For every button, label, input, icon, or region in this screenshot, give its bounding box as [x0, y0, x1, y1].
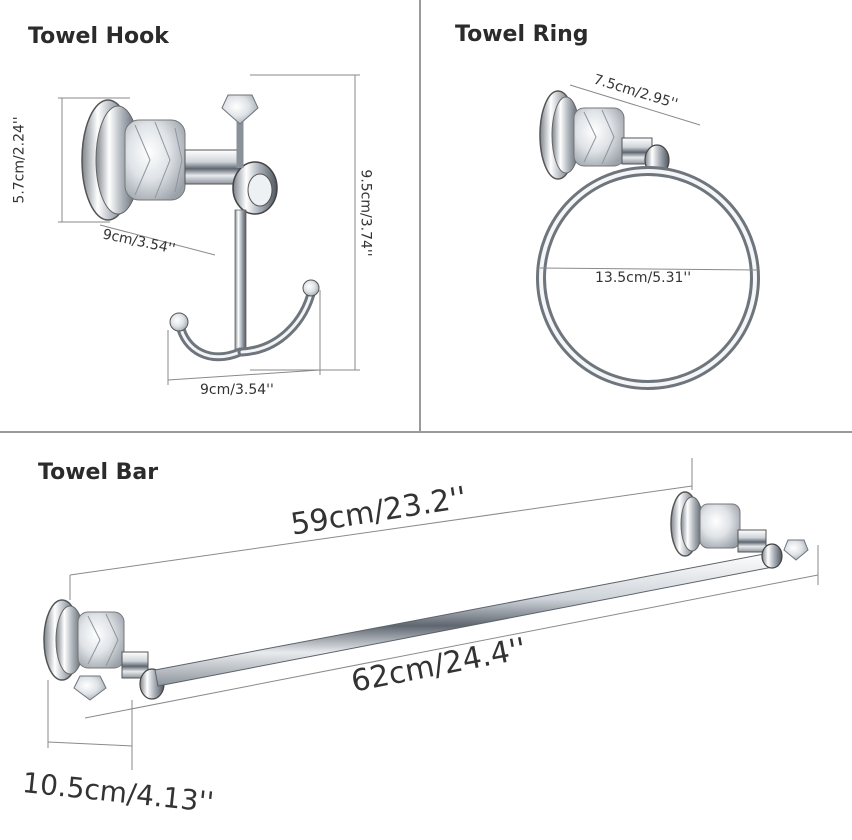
towel-ring-image — [536, 90, 760, 390]
hook-dimension-lines — [58, 74, 360, 385]
horizontal-divider — [0, 431, 852, 433]
towel-hook-title: Towel Hook — [28, 24, 169, 49]
hook-width-dimension: 9cm/3.54'' — [200, 382, 274, 398]
towel-bar-image — [43, 491, 809, 701]
vertical-divider — [419, 0, 421, 432]
bar-dimension-lines — [47, 458, 819, 770]
hook-height-dimension: 5.7cm/2.24'' — [11, 116, 28, 204]
ring-diameter-dimension: 13.5cm/5.31'' — [595, 270, 692, 286]
towel-ring-title: Towel Ring — [455, 22, 589, 47]
ring-dimension-lines — [539, 84, 759, 271]
towel-bar-title: Towel Bar — [38, 460, 159, 485]
towel-hook-image — [81, 94, 320, 362]
hook-total-height-dimension: 9.5cm/3.74'' — [357, 169, 374, 257]
